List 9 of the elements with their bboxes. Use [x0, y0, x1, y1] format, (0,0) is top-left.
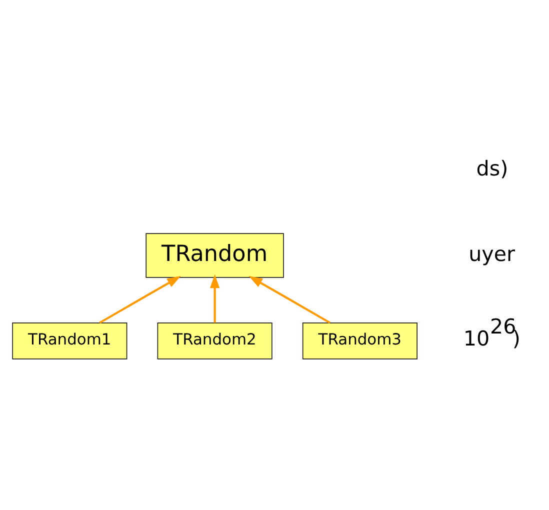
arrow — [99, 275, 181, 324]
node-box: TRandom1 — [12, 322, 128, 359]
label: uyer — [468, 241, 516, 266]
arrow — [248, 275, 330, 324]
node-box: TRandom2 — [157, 322, 272, 359]
arrow — [210, 274, 220, 322]
node-box: TRandom3 — [302, 322, 418, 359]
label: ds) — [476, 156, 508, 180]
node-box: TRandom — [146, 232, 284, 278]
